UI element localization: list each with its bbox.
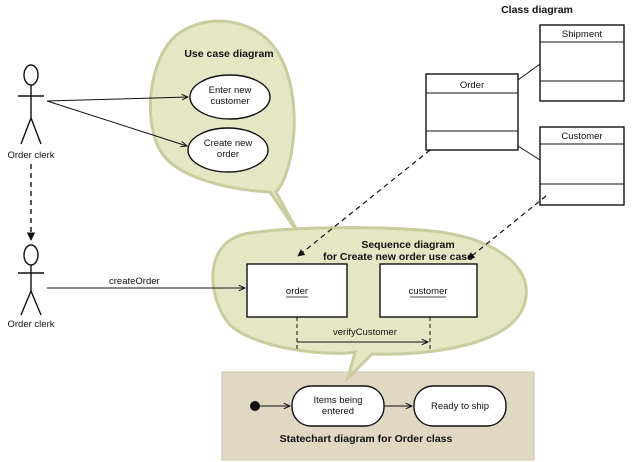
- actor-order-clerk-bottom: [18, 244, 44, 316]
- object-label-order: order: [286, 286, 308, 297]
- customer-class-to-object-link: [467, 195, 547, 260]
- use-case-label-line: customer: [210, 96, 249, 107]
- class-name-shipment: Shipment: [562, 29, 602, 40]
- state-label-line: entered: [322, 406, 354, 417]
- association-create-order: [46, 100, 187, 146]
- actor-order-clerk-top: [18, 64, 44, 145]
- class-name-order: Order: [460, 80, 484, 91]
- use-case-diagram-title: Use case diagram: [184, 48, 273, 60]
- association-order-shipment: [517, 63, 541, 81]
- state-label-line: Items being: [313, 395, 362, 406]
- use-case-label-line: Create new: [204, 138, 253, 149]
- actor-label-bottom: Order clerk: [8, 319, 55, 330]
- state-ready-to-ship[interactable]: Ready to ship: [413, 385, 507, 427]
- initial-state-dot: [250, 401, 260, 411]
- message-create-order-label: createOrder: [109, 276, 160, 287]
- actor-label-top: Order clerk: [8, 150, 55, 161]
- order-class-to-object-link: [297, 149, 431, 257]
- association-order-customer: [517, 145, 541, 161]
- sequence-diagram-title-line1: Sequence diagram: [361, 239, 454, 251]
- use-case-label-line: order: [217, 149, 239, 160]
- class-order[interactable]: Order: [425, 73, 519, 151]
- state-label: Ready to ship: [431, 401, 489, 412]
- use-case-enter-new-customer[interactable]: Enter new customer: [189, 74, 271, 120]
- message-verify-customer-label: verifyCustomer: [333, 327, 397, 338]
- use-case-create-new-order[interactable]: Create new order: [187, 127, 269, 173]
- association-enter-customer: [46, 97, 188, 102]
- object-label-customer: customer: [408, 286, 447, 297]
- sequence-diagram-title-line2: for Create new order use case: [323, 251, 473, 263]
- class-diagram-title: Class diagram: [501, 4, 573, 16]
- state-items-being-entered[interactable]: Items being entered: [291, 385, 385, 427]
- use-case-label-line: Enter new: [209, 85, 252, 96]
- class-customer[interactable]: Customer: [539, 126, 625, 206]
- class-shipment[interactable]: Shipment: [539, 24, 625, 102]
- sequence-object-customer[interactable]: customer: [379, 263, 478, 318]
- statechart-diagram-title: Statechart diagram for Order class: [280, 433, 453, 445]
- class-name-customer: Customer: [561, 131, 602, 142]
- sequence-object-order[interactable]: order: [246, 263, 348, 318]
